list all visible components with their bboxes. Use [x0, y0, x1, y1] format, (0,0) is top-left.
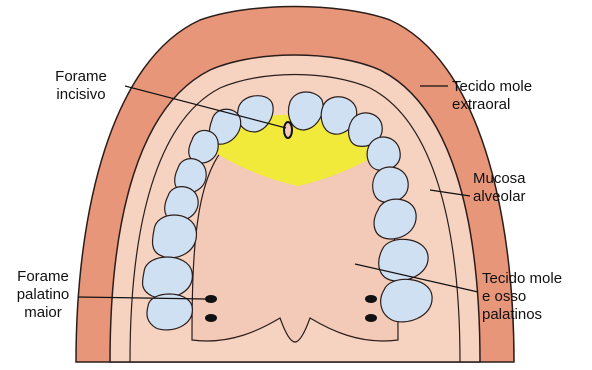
- label-forame-palatino-maior: Forame palatino maior: [8, 268, 78, 322]
- label-tecido-extraoral: Tecido mole extraoral: [452, 78, 532, 114]
- label-mucosa-alveolar: Mucosa alveolar: [473, 170, 526, 206]
- tooth: [367, 137, 400, 170]
- incisive-foramen: [284, 122, 292, 138]
- tooth: [142, 257, 192, 298]
- label-forame-incisivo: Forame incisivo: [46, 68, 116, 104]
- tooth: [147, 294, 192, 330]
- label-tecido-palatinos: Tecido mole e osso palatinos: [482, 270, 562, 324]
- tooth: [373, 167, 408, 202]
